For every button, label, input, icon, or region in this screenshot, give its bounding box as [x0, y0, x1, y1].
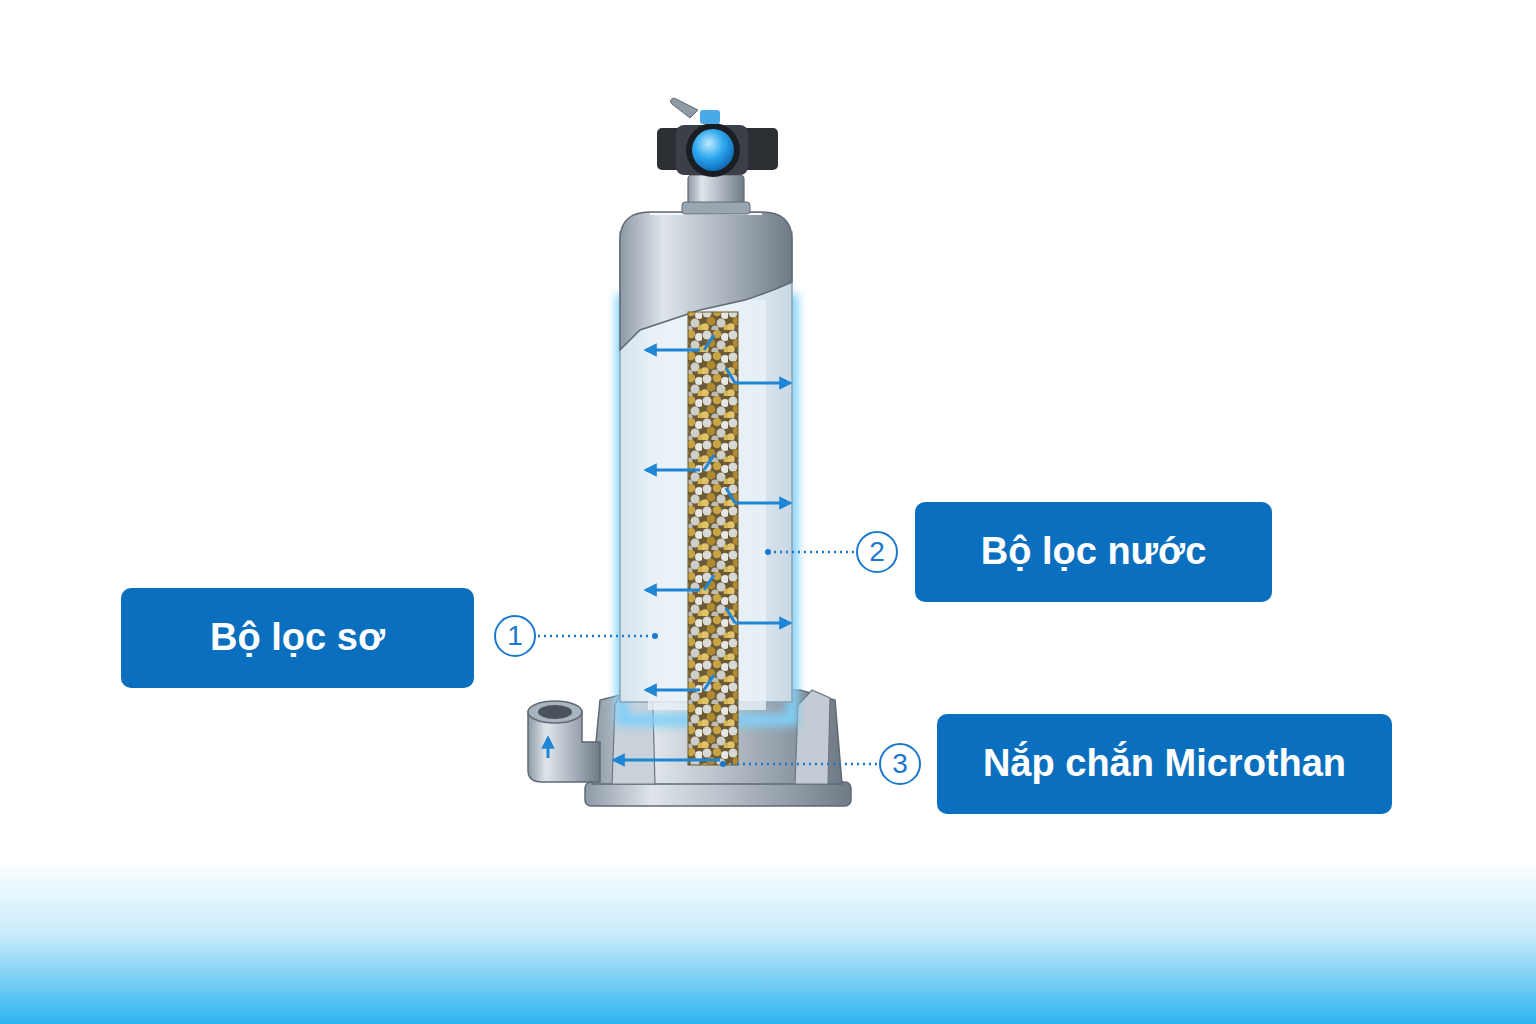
- label-box: Bộ lọc nước: [915, 502, 1272, 602]
- part-name: Nắp chắn Microthan: [983, 743, 1346, 785]
- part-name: Bộ lọc nước: [981, 531, 1207, 573]
- callout-number: 1: [507, 622, 523, 650]
- callout-circle: 3: [879, 743, 921, 785]
- callout-number: 3: [892, 750, 908, 778]
- label-box: Bộ lọc sơ: [121, 588, 474, 688]
- callout-circle: 2: [856, 531, 898, 573]
- callout-number: 2: [869, 538, 885, 566]
- part-name: Bộ lọc sơ: [210, 617, 385, 659]
- callout-circle: 1: [494, 615, 536, 657]
- label-box: Nắp chắn Microthan: [937, 714, 1392, 814]
